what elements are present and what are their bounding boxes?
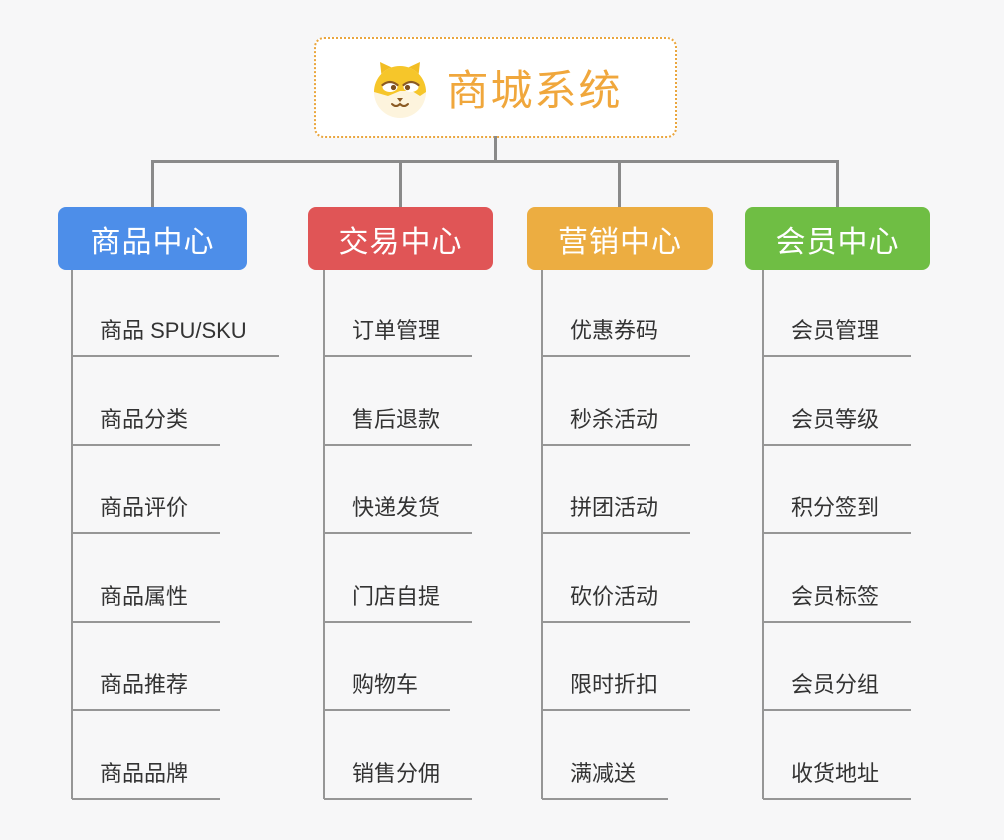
branch-node-trade-center[interactable]: 交易中心: [308, 207, 493, 270]
leaf-node[interactable]: 销售分佣: [324, 760, 473, 800]
branch-node-marketing-center[interactable]: 营销中心: [527, 207, 713, 270]
leaf-node[interactable]: 商品属性: [72, 583, 221, 623]
leaf-node[interactable]: 商品推荐: [72, 671, 221, 711]
leaf-node[interactable]: 门店自提: [324, 583, 473, 623]
leaf-node[interactable]: 商品 SPU/SKU: [72, 317, 279, 357]
leaf-node[interactable]: 拼团活动: [542, 494, 691, 534]
leaf-node[interactable]: 收货地址: [763, 760, 912, 800]
branch-column-member-center: 会员管理 会员等级 积分签到 会员标签 会员分组 收货地址: [762, 0, 912, 840]
leaf-node[interactable]: 会员标签: [763, 583, 912, 623]
leaf-node[interactable]: 会员管理: [763, 317, 912, 357]
leaf-node[interactable]: 订单管理: [324, 317, 473, 357]
branch-column-product-center: 商品 SPU/SKU 商品分类 商品评价 商品属性 商品推荐 商品品牌: [71, 0, 279, 840]
connector-drop-trade: [399, 160, 402, 207]
leaf-node[interactable]: 满减送: [542, 760, 669, 800]
connector-drop-products: [151, 160, 154, 207]
branch-label: 会员中心: [775, 225, 900, 259]
root-node-mall-system[interactable]: 商城系统: [314, 37, 677, 138]
connector-drop-members: [836, 160, 839, 207]
leaf-node[interactable]: 购物车: [324, 671, 451, 711]
connector-drop-marketing: [618, 160, 621, 207]
branch-label: 交易中心: [338, 225, 463, 259]
leaf-node[interactable]: 会员分组: [763, 671, 912, 711]
branch-column-trade-center: 订单管理 售后退款 快递发货 门店自提 购物车 销售分佣: [323, 0, 473, 840]
leaf-node[interactable]: 限时折扣: [542, 671, 691, 711]
branch-label: 商品中心: [90, 225, 215, 259]
leaf-node[interactable]: 积分签到: [763, 494, 912, 534]
leaf-node[interactable]: 快递发货: [324, 494, 473, 534]
leaf-node[interactable]: 砍价活动: [542, 583, 691, 623]
leaf-node[interactable]: 商品评价: [72, 494, 221, 534]
leaf-node[interactable]: 秒杀活动: [542, 406, 691, 446]
leaf-node[interactable]: 商品分类: [72, 406, 221, 446]
branch-column-marketing-center: 优惠券码 秒杀活动 拼团活动 砍价活动 限时折扣 满减送: [541, 0, 691, 840]
leaf-node[interactable]: 售后退款: [324, 406, 473, 446]
branch-node-product-center[interactable]: 商品中心: [58, 207, 247, 270]
branch-node-member-center[interactable]: 会员中心: [745, 207, 930, 270]
leaf-node[interactable]: 会员等级: [763, 406, 912, 446]
connector-root-stub: [494, 136, 497, 162]
leaf-node[interactable]: 商品品牌: [72, 760, 221, 800]
dog-mascot-icon: [374, 61, 427, 118]
leaf-node[interactable]: 优惠券码: [542, 317, 691, 357]
branch-label: 营销中心: [558, 225, 682, 259]
connector-horizontal-rail: [151, 160, 839, 163]
root-title: 商城系统: [446, 67, 623, 114]
